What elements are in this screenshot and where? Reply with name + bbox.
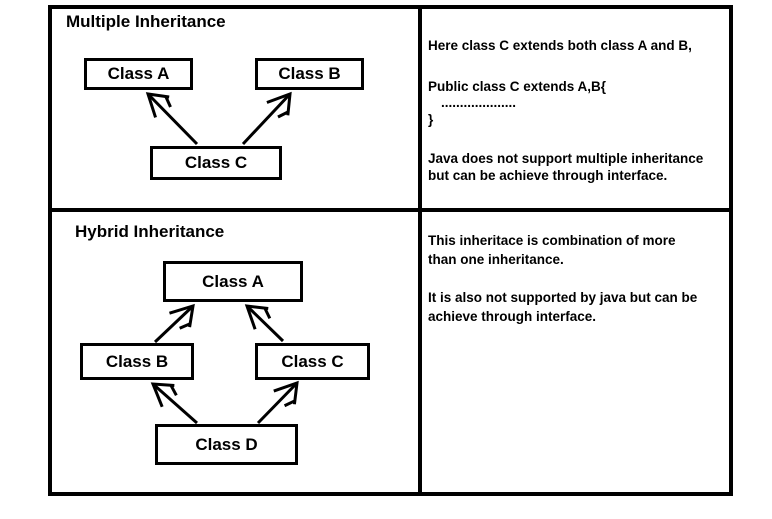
arrow-multiple-classC-to-classB (241, 91, 292, 146)
hybrid-class-a-label: Class A (202, 271, 264, 291)
horizontal-divider (48, 208, 733, 212)
hybrid-description-line: It is also not supported by java but can… (428, 290, 698, 305)
multiple-class-b-node: Class B (255, 58, 364, 90)
vertical-divider (418, 5, 422, 496)
hybrid-class-a-node: Class A (163, 261, 303, 302)
hybrid-class-d-label: Class D (195, 434, 258, 454)
arrow-hybrid-classD-to-classB (150, 382, 198, 425)
hybrid-description-line: than one inheritance. (428, 252, 564, 267)
hybrid-description-line: This inheritace is combination of more (428, 233, 676, 248)
hybrid-class-c-node: Class C (255, 343, 370, 380)
multiple-class-b-label: Class B (278, 64, 341, 83)
hybrid-description-line: achieve through interface. (428, 309, 597, 324)
arrow-hybrid-classB-to-classA (153, 303, 195, 344)
multiple-class-c-node: Class C (150, 146, 282, 180)
multiple-class-a-label: Class A (107, 64, 170, 83)
arrow-hybrid-classC-to-classA (244, 304, 285, 343)
multiple-class-a-node: Class A (84, 58, 193, 90)
hybrid-class-c-label: Class C (281, 351, 344, 371)
arrow-hybrid-classD-to-classC (256, 380, 299, 425)
hybrid-inheritance-title: Hybrid Inheritance (75, 222, 225, 241)
multiple-description-brace: } (428, 112, 434, 127)
hybrid-class-b-node: Class B (80, 343, 194, 380)
multiple-description-line: Java does not support multiple inheritan… (428, 151, 704, 166)
multiple-description-line: but can be achieve through interface. (428, 168, 668, 183)
multiple-description-line: Here class C extends both class A and B, (428, 38, 692, 53)
hybrid-class-d-node: Class D (155, 424, 298, 465)
multiple-description-line: Public class C extends A,B{ (428, 79, 607, 94)
hybrid-class-b-label: Class B (105, 351, 169, 371)
multiple-class-c-label: Class C (184, 153, 248, 172)
arrow-multiple-classC-to-classA (145, 92, 199, 146)
multiple-description-dots: .................... (441, 95, 517, 110)
multiple-inheritance-title: Multiple Inheritance (66, 12, 226, 31)
